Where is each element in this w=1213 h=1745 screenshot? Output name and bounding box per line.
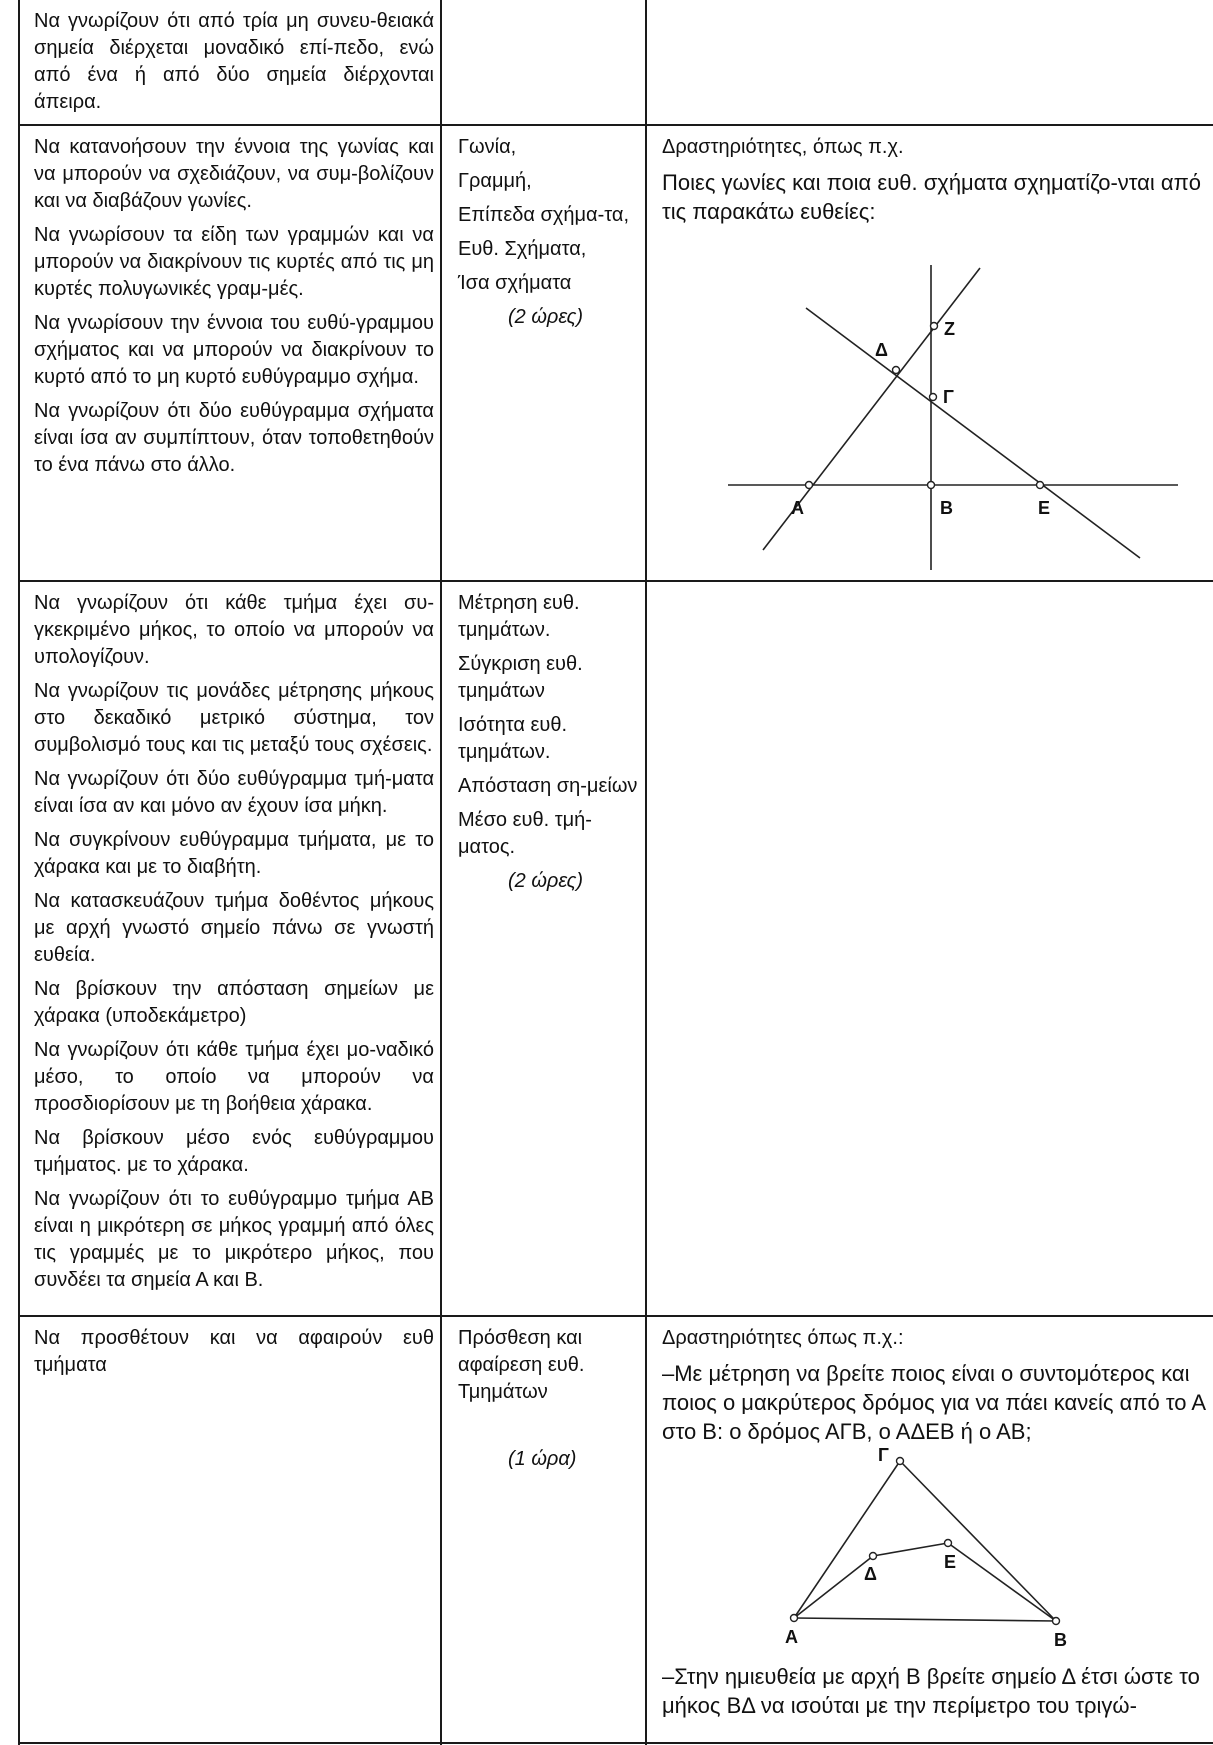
row-divider-3 — [18, 1315, 1213, 1317]
hours-label: (2 ώρες) — [508, 306, 584, 328]
activity-text: Ποιες γωνίες και ποια ευθ. σχήματα σχημα… — [662, 170, 1202, 224]
goal-text: Να γνωρίζουν ότι δύο ευθύγραμμα σχήματα … — [34, 400, 434, 476]
goal-text: Να γνωρίζουν ότι δύο ευθύγραμμα τμή-ματα… — [34, 768, 434, 817]
segment-ab — [793, 1617, 1057, 1622]
point-e — [943, 1538, 953, 1548]
row1-goals: Να γνωρίζουν ότι από τρία μη συνευ-θειακ… — [34, 8, 434, 123]
label-e: Ε — [1038, 498, 1050, 518]
topic-text: Ίσα σχήματα — [458, 272, 572, 294]
point-d — [891, 365, 901, 375]
point-b — [926, 480, 936, 490]
column-divider-2 — [645, 0, 647, 1745]
topic-text: Επίπεδα σχήμα-τα, — [458, 204, 629, 226]
row4-goals: Να προσθέτουν και να αφαιρούν ευθ τμήματ… — [34, 1325, 434, 1386]
row-divider-2 — [18, 580, 1213, 582]
goal-text: Να κατανοήσουν την έννοια της γωνίας και… — [34, 136, 434, 212]
activity-heading: Δραστηριότητες, όπως π.χ. — [662, 136, 904, 158]
topic-text: Σύγκριση ευθ. τμημάτων — [458, 653, 583, 702]
point-b — [1051, 1616, 1061, 1626]
topic-text: Ισότητα ευθ. τμημάτων. — [458, 714, 568, 763]
topic-text: Πρόσθεση και αφαίρεση ευθ. Τμημάτων — [458, 1327, 585, 1403]
goal-text: Να βρίσκουν μέσο ενός ευθύγραμμου τμήματ… — [34, 1127, 434, 1176]
row2-goals: Να κατανοήσουν την έννοια της γωνίας και… — [34, 134, 434, 486]
lines-figure: Ζ Δ Γ Α Β Ε — [728, 265, 1178, 570]
topic-text: Μέτρηση ευθ. τμημάτων. — [458, 592, 580, 641]
goal-text: Να γνωρίζουν ότι από τρία μη συνευ-θειακ… — [34, 10, 434, 113]
table-border-bottom — [18, 1742, 1213, 1744]
topic-text: Ευθ. Σχήματα, — [458, 238, 587, 260]
activity-text: –Στην ημιευθεία με αρχή Β βρείτε σημείο … — [662, 1664, 1200, 1718]
label-d: Δ — [864, 1564, 877, 1584]
label-z: Ζ — [944, 319, 955, 339]
topic-text: Απόσταση ση-μείων — [458, 775, 638, 797]
row2-topics: Γωνία, Γραμμή, Επίπεδα σχήμα-τα, Ευθ. Σχ… — [458, 134, 638, 338]
row4-activities-continued: –Στην ημιευθεία με αρχή Β βρείτε σημείο … — [662, 1662, 1207, 1727]
activity-text: –Με μέτρηση να βρείτε ποιος είναι ο συντ… — [662, 1361, 1205, 1444]
label-b: Β — [1054, 1630, 1067, 1650]
hours-label: (1 ώρα) — [508, 1448, 577, 1470]
curriculum-table: Να γνωρίζουν ότι από τρία μη συνευ-θειακ… — [18, 0, 1213, 1745]
goal-text: Να γνωρίσουν τα είδη των γραμμών και να … — [34, 224, 434, 300]
segment-de — [872, 1542, 949, 1557]
row2-activities: Δραστηριότητες, όπως π.χ. Ποιες γωνίες κ… — [662, 134, 1207, 233]
point-g — [895, 1456, 905, 1466]
table-border-left — [18, 0, 20, 1745]
label-d: Δ — [875, 340, 888, 360]
point-a — [804, 480, 814, 490]
segment-ad — [793, 1555, 874, 1619]
point-z — [929, 321, 939, 331]
segment-gb — [899, 1460, 1057, 1622]
label-e: Ε — [944, 1552, 956, 1572]
goal-text: Να γνωρίζουν ότι κάθε τμήμα έχει μο-ναδι… — [34, 1039, 434, 1115]
label-a: Α — [791, 498, 804, 518]
goal-text: Να γνωρίζουν ότι κάθε τμήμα έχει συ-γκεκ… — [34, 592, 434, 668]
column-divider-1 — [440, 0, 442, 1745]
topic-text: Μέσο ευθ. τμή-ματος. — [458, 809, 592, 858]
segment-eb — [947, 1542, 1057, 1622]
label-b: Β — [940, 498, 953, 518]
point-d — [868, 1551, 878, 1561]
goal-text: Να συγκρίνουν ευθύγραμμα τμήματα, με το … — [34, 829, 434, 878]
activity-heading: Δραστηριότητες όπως π.χ.: — [662, 1327, 904, 1349]
segment-ag — [793, 1460, 901, 1619]
row4-topics: Πρόσθεση και αφαίρεση ευθ. Τμημάτων (1 ώ… — [458, 1325, 638, 1480]
label-a: Α — [785, 1627, 798, 1647]
point-a — [789, 1613, 799, 1623]
goal-text: Να βρίσκουν την απόσταση σημείων με χάρα… — [34, 978, 434, 1027]
goal-text: Να γνωρίζουν ότι το ευθύγραμμο τμήμα ΑΒ … — [34, 1188, 434, 1291]
topic-text: Γραμμή, — [458, 170, 532, 192]
point-g — [928, 392, 938, 402]
goal-text: Να γνωρίσουν την έννοια του ευθύ-γραμμου… — [34, 312, 434, 388]
triangle-figure: Γ Δ Ε Α Β — [785, 1445, 1067, 1650]
row-divider-1 — [18, 124, 1213, 126]
goal-text: Να κατασκευάζουν τμήμα δοθέντος μήκους μ… — [34, 890, 434, 966]
row4-activities: Δραστηριότητες όπως π.χ.: –Με μέτρηση να… — [662, 1325, 1207, 1453]
label-g: Γ — [943, 387, 954, 407]
row3-goals: Να γνωρίζουν ότι κάθε τμήμα έχει συ-γκεκ… — [34, 590, 434, 1301]
label-g: Γ — [878, 1445, 889, 1465]
topic-text: Γωνία, — [458, 136, 517, 158]
figure-line-descending — [805, 307, 1141, 559]
figure-line-ascending — [762, 267, 981, 551]
point-e — [1035, 480, 1045, 490]
goal-text: Να γνωρίζουν τις μονάδες μέτρησης μήκους… — [34, 680, 434, 756]
goal-text: Να προσθέτουν και να αφαιρούν ευθ τμήματ… — [34, 1327, 434, 1376]
hours-label: (2 ώρες) — [508, 870, 584, 892]
row3-topics: Μέτρηση ευθ. τμημάτων. Σύγκριση ευθ. τμη… — [458, 590, 638, 902]
